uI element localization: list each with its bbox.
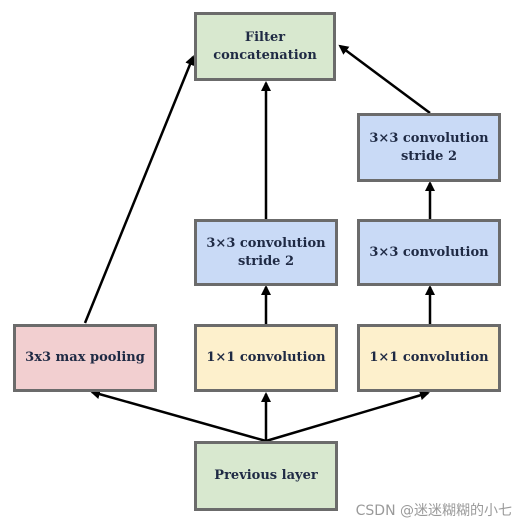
right-mid-conv-box: 3×3 convolution: [357, 219, 501, 286]
watermark: CSDN @迷迷糊糊的小七: [355, 503, 512, 519]
mid-1x1-conv-box: 1×1 convolution: [194, 324, 338, 392]
right-1x1-conv-label: 1×1 convolution: [369, 350, 489, 365]
filter-concatenation-box: Filter concatenation: [194, 12, 336, 81]
right-mid-conv-label: 3×3 convolution: [369, 244, 489, 260]
mid-conv-stride2-box: 3×3 convolution stride 2: [194, 219, 338, 286]
right-top-conv-line1: 3×3 convolution: [369, 130, 489, 146]
mid-conv-line2: stride 2: [237, 253, 295, 269]
right-top-conv-line2: stride 2: [400, 148, 458, 164]
filter-concatenation-line1: Filter: [244, 29, 286, 45]
right-1x1-conv-box: 1×1 convolution: [357, 324, 501, 392]
max-pooling-label: 3x3 max pooling: [25, 350, 145, 365]
previous-layer-box: Previous layer: [194, 441, 338, 511]
max-pooling-box: 3x3 max pooling: [13, 324, 157, 392]
right-top-conv-stride2-box: 3×3 convolution stride 2: [357, 113, 501, 182]
mid-1x1-conv-label: 1×1 convolution: [206, 350, 326, 365]
arrow-prev-to-maxpool: [90, 389, 267, 443]
previous-layer-label: Previous layer: [214, 468, 318, 483]
arrow-prev-to-right-1x1: [265, 390, 430, 443]
filter-concatenation-line2: concatenation: [213, 47, 317, 63]
mid-conv-line1: 3×3 convolution: [206, 235, 326, 251]
arrow-right-top-conv-to-concat: [338, 44, 431, 115]
arrow-maxpool-to-concat: [83, 55, 195, 324]
